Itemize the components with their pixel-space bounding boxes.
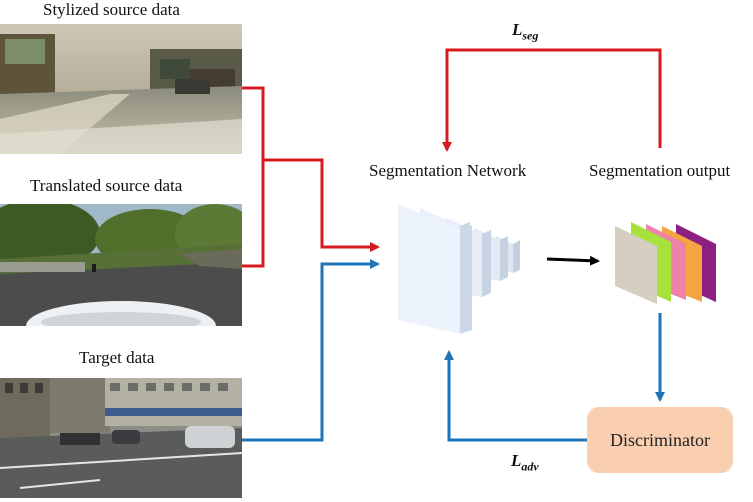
- stylized-source-image: [0, 24, 242, 154]
- output-layer-gray: [615, 226, 657, 304]
- target-data-label: Target data: [79, 348, 155, 367]
- translated-source-image: [0, 204, 242, 326]
- segmentation-output-layers: [615, 222, 716, 304]
- segmentation-network-label: Segmentation Network: [369, 161, 527, 180]
- stylized-source-label: Stylized source data: [43, 0, 180, 19]
- adv-loss-arrow: [444, 350, 587, 442]
- segmentation-network-blocks: [398, 204, 520, 334]
- red-source-arrow: [242, 86, 380, 268]
- adv-loss-label: Ladv: [511, 451, 539, 474]
- seg-loss-label: Lseg: [512, 20, 538, 43]
- seg-loss-arrow: [442, 48, 662, 152]
- adv-loss-symbol: L: [511, 451, 522, 470]
- discriminator-box: Discriminator: [587, 407, 733, 473]
- adv-loss-subscript: adv: [521, 459, 539, 474]
- network-block-1: [398, 204, 472, 334]
- network-to-output-arrow: [546, 255, 600, 266]
- seg-loss-symbol: L: [512, 20, 523, 39]
- translated-source-label: Translated source data: [30, 176, 183, 195]
- discriminator-label: Discriminator: [610, 429, 710, 450]
- segmentation-output-label: Segmentation output: [589, 161, 731, 180]
- blue-target-arrow: [242, 259, 380, 442]
- seg-loss-subscript: seg: [522, 28, 539, 43]
- target-data-image: [0, 378, 242, 498]
